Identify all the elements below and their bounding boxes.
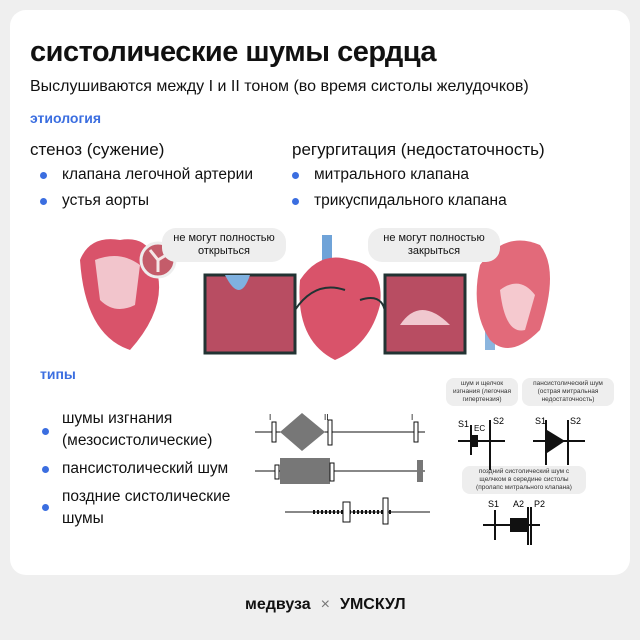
heart-valves-illustration — [80, 235, 550, 360]
footer-logos: медвуза × УМСКУЛ — [245, 596, 406, 614]
tone-label: II — [324, 413, 328, 422]
pcg-label: P2 — [534, 499, 545, 509]
regurgitation-title: регургитация (недостаточность) — [292, 140, 545, 159]
pcg-caption: пансистолический шум (острая митральная … — [522, 378, 614, 406]
subtitle: Выслушиваются между I и II тоном (во вре… — [30, 78, 529, 95]
type-late: поздние систолические шумы — [62, 488, 231, 527]
types-heading: типы — [40, 366, 76, 382]
page-title: систолические шумы сердца — [30, 36, 437, 68]
list-item: клапана легочной артерии — [36, 166, 253, 184]
bubble-cannot-close: не могут полностью закрыться — [368, 228, 500, 262]
heart-center-image — [299, 235, 381, 360]
heart-right-image — [476, 240, 550, 350]
pcg-label: S2 — [493, 416, 504, 426]
umskul-logo: УМСКУЛ — [340, 596, 406, 613]
late-murmur-diagram — [285, 497, 430, 525]
bullet — [42, 428, 49, 435]
murmur-diagrams: I II I — [255, 413, 430, 525]
medvuza-logo: медвуза — [245, 596, 311, 613]
tone-label: I — [411, 413, 413, 422]
pcg-label: A2 — [513, 499, 524, 509]
list-item: устья аорты — [36, 192, 149, 210]
pcg-label: S1 — [488, 499, 499, 509]
pcg-label: S2 — [570, 416, 581, 426]
pansystolic-murmur-diagram — [255, 458, 425, 484]
list-item: трикуспидального клапана — [288, 192, 507, 210]
panel-stenosis — [203, 273, 297, 355]
pcg-label: S1 — [535, 416, 546, 426]
ejection-murmur-diagram — [255, 413, 425, 451]
heart-left-image — [80, 239, 160, 350]
pcg-label: S1 — [458, 419, 469, 429]
etiology-heading: этиология — [30, 110, 102, 126]
pcg-caption: шум и щелчок изгнания (легочная гипертен… — [446, 378, 518, 406]
type-pansystolic: пансистолический шум — [62, 460, 229, 477]
bullet — [42, 504, 49, 511]
pcg-caption: поздний систолический шум с щелчком в се… — [462, 466, 586, 494]
stenosis-title: стеноз (сужение) — [30, 140, 165, 159]
bullet — [42, 466, 49, 473]
tone-label: I — [269, 413, 271, 422]
pcg-label: EC — [474, 424, 485, 433]
list-item: митрального клапана — [288, 166, 469, 184]
phonocardiograms: S1 EC S2 S1 S2 S1 A2 P2 — [458, 416, 585, 545]
type-ejection: шумы изгнания (мезосистолические) — [62, 410, 213, 449]
bubble-cannot-open: не могут полностью открыться — [162, 228, 286, 262]
separator: × — [320, 596, 330, 613]
